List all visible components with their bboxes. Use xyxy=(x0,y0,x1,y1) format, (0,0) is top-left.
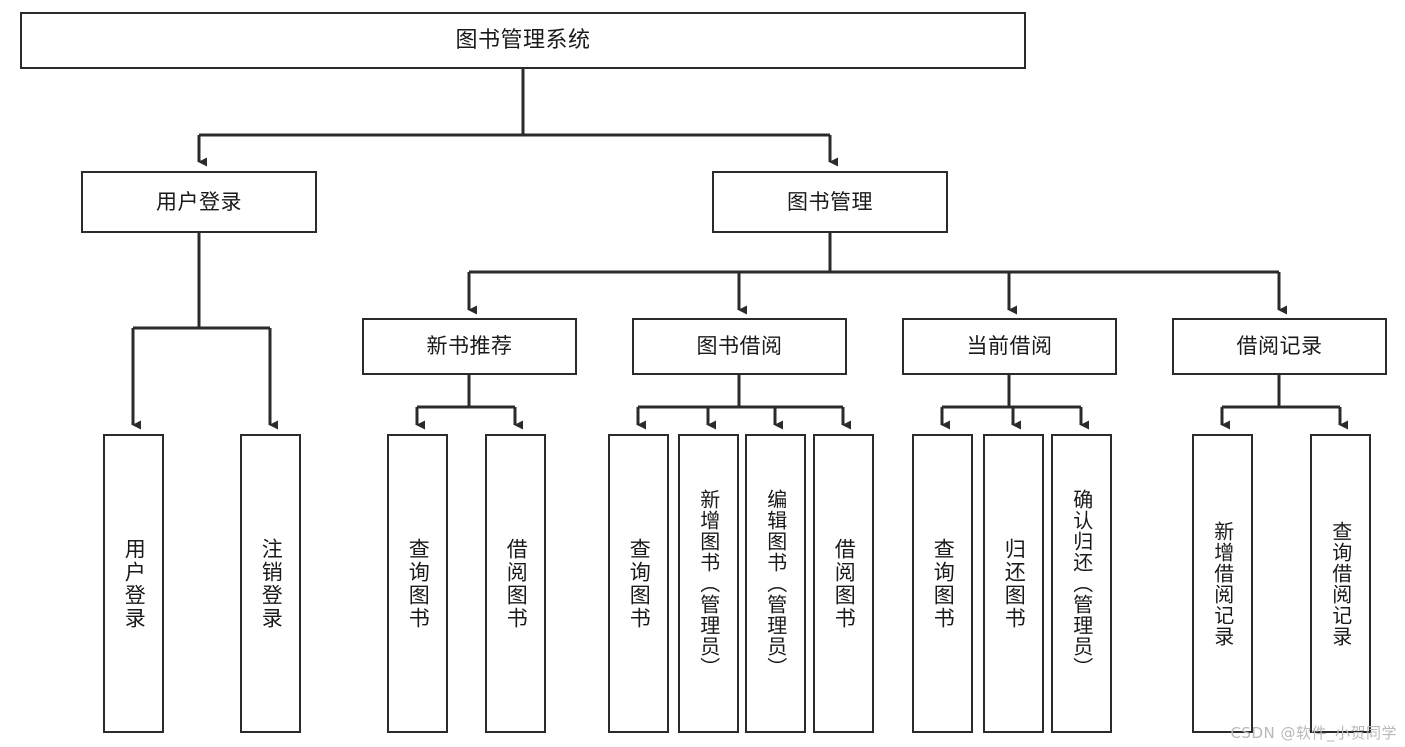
node-level3-new-book-recommend[interactable]: 新书推荐 xyxy=(362,318,577,375)
node-leaf-query-books-current[interactable]: 查询图书 xyxy=(912,434,973,733)
node-leaf-borrow-books-newbook[interactable]: 借阅图书 xyxy=(485,434,546,733)
node-root[interactable]: 图书管理系统 xyxy=(20,12,1026,69)
node-level3-new-book-recommend-label: 新书推荐 xyxy=(426,334,513,359)
node-leaf-add-borrow-record[interactable]: 新增借阅记录 xyxy=(1192,434,1253,733)
node-leaf-logout[interactable]: 注销登录 xyxy=(240,434,301,733)
node-leaf-borrow-books-newbook-label: 借阅图书 xyxy=(504,537,529,630)
node-leaf-confirm-return-admin[interactable]: 确认归还（管理员） xyxy=(1051,434,1112,733)
node-leaf-borrow-books[interactable]: 借阅图书 xyxy=(813,434,874,733)
node-leaf-add-book-admin-label: 新增图书（管理员） xyxy=(696,489,721,678)
node-leaf-query-borrow-record-label: 查询借阅记录 xyxy=(1328,520,1353,647)
node-leaf-edit-book-admin-label: 编辑图书（管理员） xyxy=(763,489,788,678)
node-leaf-user-login-label: 用户登录 xyxy=(122,537,147,630)
node-leaf-edit-book-admin[interactable]: 编辑图书（管理员） xyxy=(745,434,806,733)
node-level3-book-borrow[interactable]: 图书借阅 xyxy=(632,318,847,375)
node-root-label: 图书管理系统 xyxy=(455,27,591,53)
node-level2-user-login[interactable]: 用户登录 xyxy=(81,171,317,233)
node-level2-book-management-label: 图书管理 xyxy=(787,189,873,214)
node-leaf-user-login[interactable]: 用户登录 xyxy=(103,434,164,733)
node-leaf-query-books-newbook-label: 查询图书 xyxy=(406,537,431,630)
node-leaf-return-books-label: 归还图书 xyxy=(1002,537,1027,630)
node-leaf-query-books-borrow-label: 查询图书 xyxy=(627,537,652,630)
node-level3-current-borrow-label: 当前借阅 xyxy=(966,334,1053,359)
node-leaf-add-borrow-record-label: 新增借阅记录 xyxy=(1210,520,1235,647)
node-level2-user-login-label: 用户登录 xyxy=(156,189,242,214)
node-leaf-confirm-return-admin-label: 确认归还（管理员） xyxy=(1069,489,1094,678)
node-leaf-query-books-current-label: 查询图书 xyxy=(931,537,956,630)
node-leaf-add-book-admin[interactable]: 新增图书（管理员） xyxy=(678,434,739,733)
node-level2-book-management[interactable]: 图书管理 xyxy=(712,171,948,233)
node-level3-borrow-records-label: 借阅记录 xyxy=(1236,334,1323,359)
node-leaf-query-books-newbook[interactable]: 查询图书 xyxy=(387,434,448,733)
node-level3-borrow-records[interactable]: 借阅记录 xyxy=(1172,318,1387,375)
node-leaf-return-books[interactable]: 归还图书 xyxy=(983,434,1044,733)
node-level3-current-borrow[interactable]: 当前借阅 xyxy=(902,318,1117,375)
watermark: CSDN @软件_小贺同学 xyxy=(1230,724,1397,742)
node-leaf-borrow-books-label: 借阅图书 xyxy=(832,537,857,630)
node-leaf-logout-label: 注销登录 xyxy=(259,537,284,630)
node-leaf-query-borrow-record[interactable]: 查询借阅记录 xyxy=(1310,434,1371,733)
node-level3-book-borrow-label: 图书借阅 xyxy=(696,334,783,359)
node-leaf-query-books-borrow[interactable]: 查询图书 xyxy=(608,434,669,733)
